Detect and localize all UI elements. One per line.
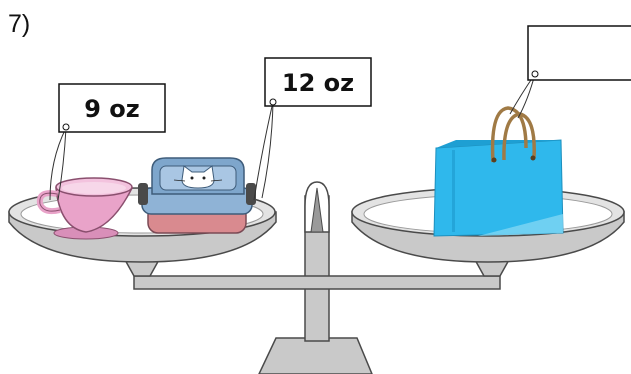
cup-weight-tag: 9 oz — [59, 84, 165, 132]
lunchbox-tag-string — [254, 102, 273, 200]
scale-pointer — [305, 182, 329, 232]
scale-beam — [134, 276, 500, 289]
shopping-bag-icon — [434, 108, 563, 236]
lunchbox-weight-tag: 12 oz — [265, 58, 371, 106]
bag-weight-tag — [528, 26, 631, 80]
lunchbox-icon — [138, 158, 256, 233]
lunchbox-weight-label: 12 oz — [282, 69, 354, 97]
cup-weight-label: 9 oz — [84, 95, 140, 123]
